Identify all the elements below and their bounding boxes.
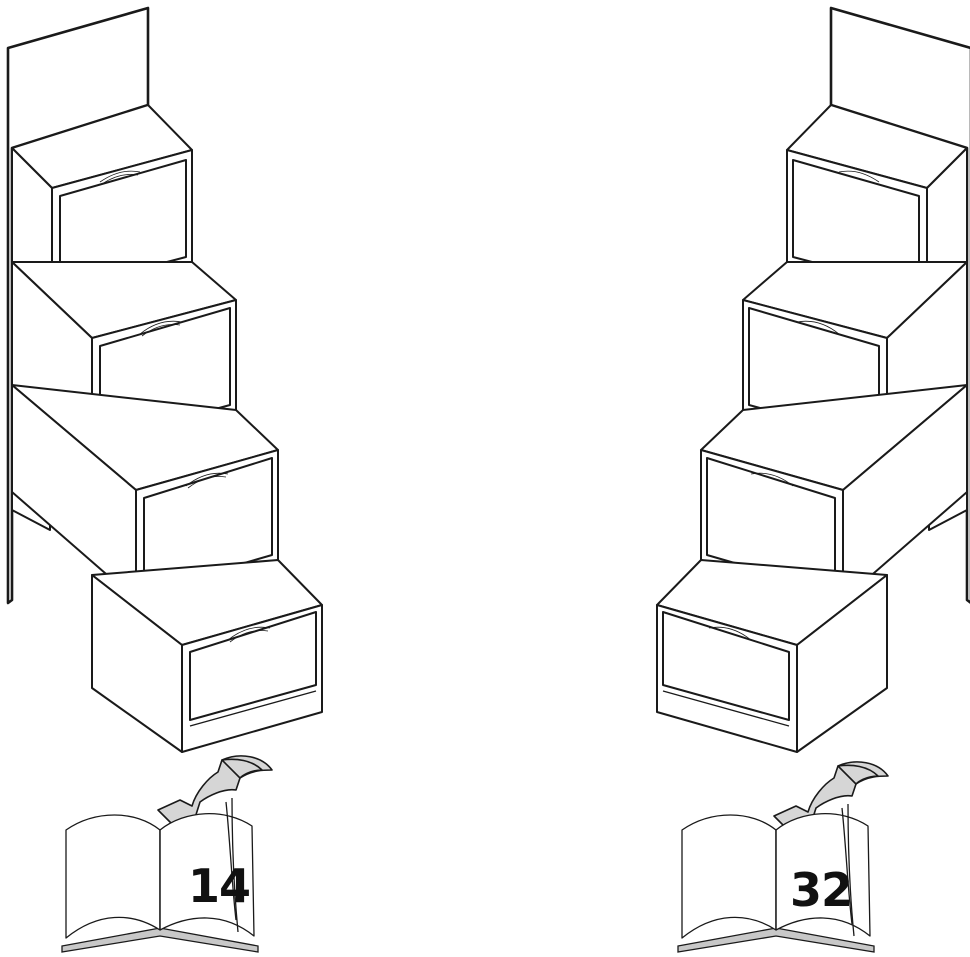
right-step-4	[656, 559, 888, 753]
right-stair-unit	[656, 6, 970, 753]
left-stair-unit	[6, 6, 323, 753]
open-book-icon	[677, 803, 875, 953]
open-book-icon	[61, 797, 259, 953]
right-step-3	[700, 384, 968, 601]
page-reference-number: 32	[790, 863, 852, 917]
left-step-4	[91, 559, 323, 753]
page-reference-number: 14	[188, 859, 250, 913]
right-manual-reference: 32	[677, 761, 889, 953]
left-manual-reference: 14	[61, 755, 273, 953]
